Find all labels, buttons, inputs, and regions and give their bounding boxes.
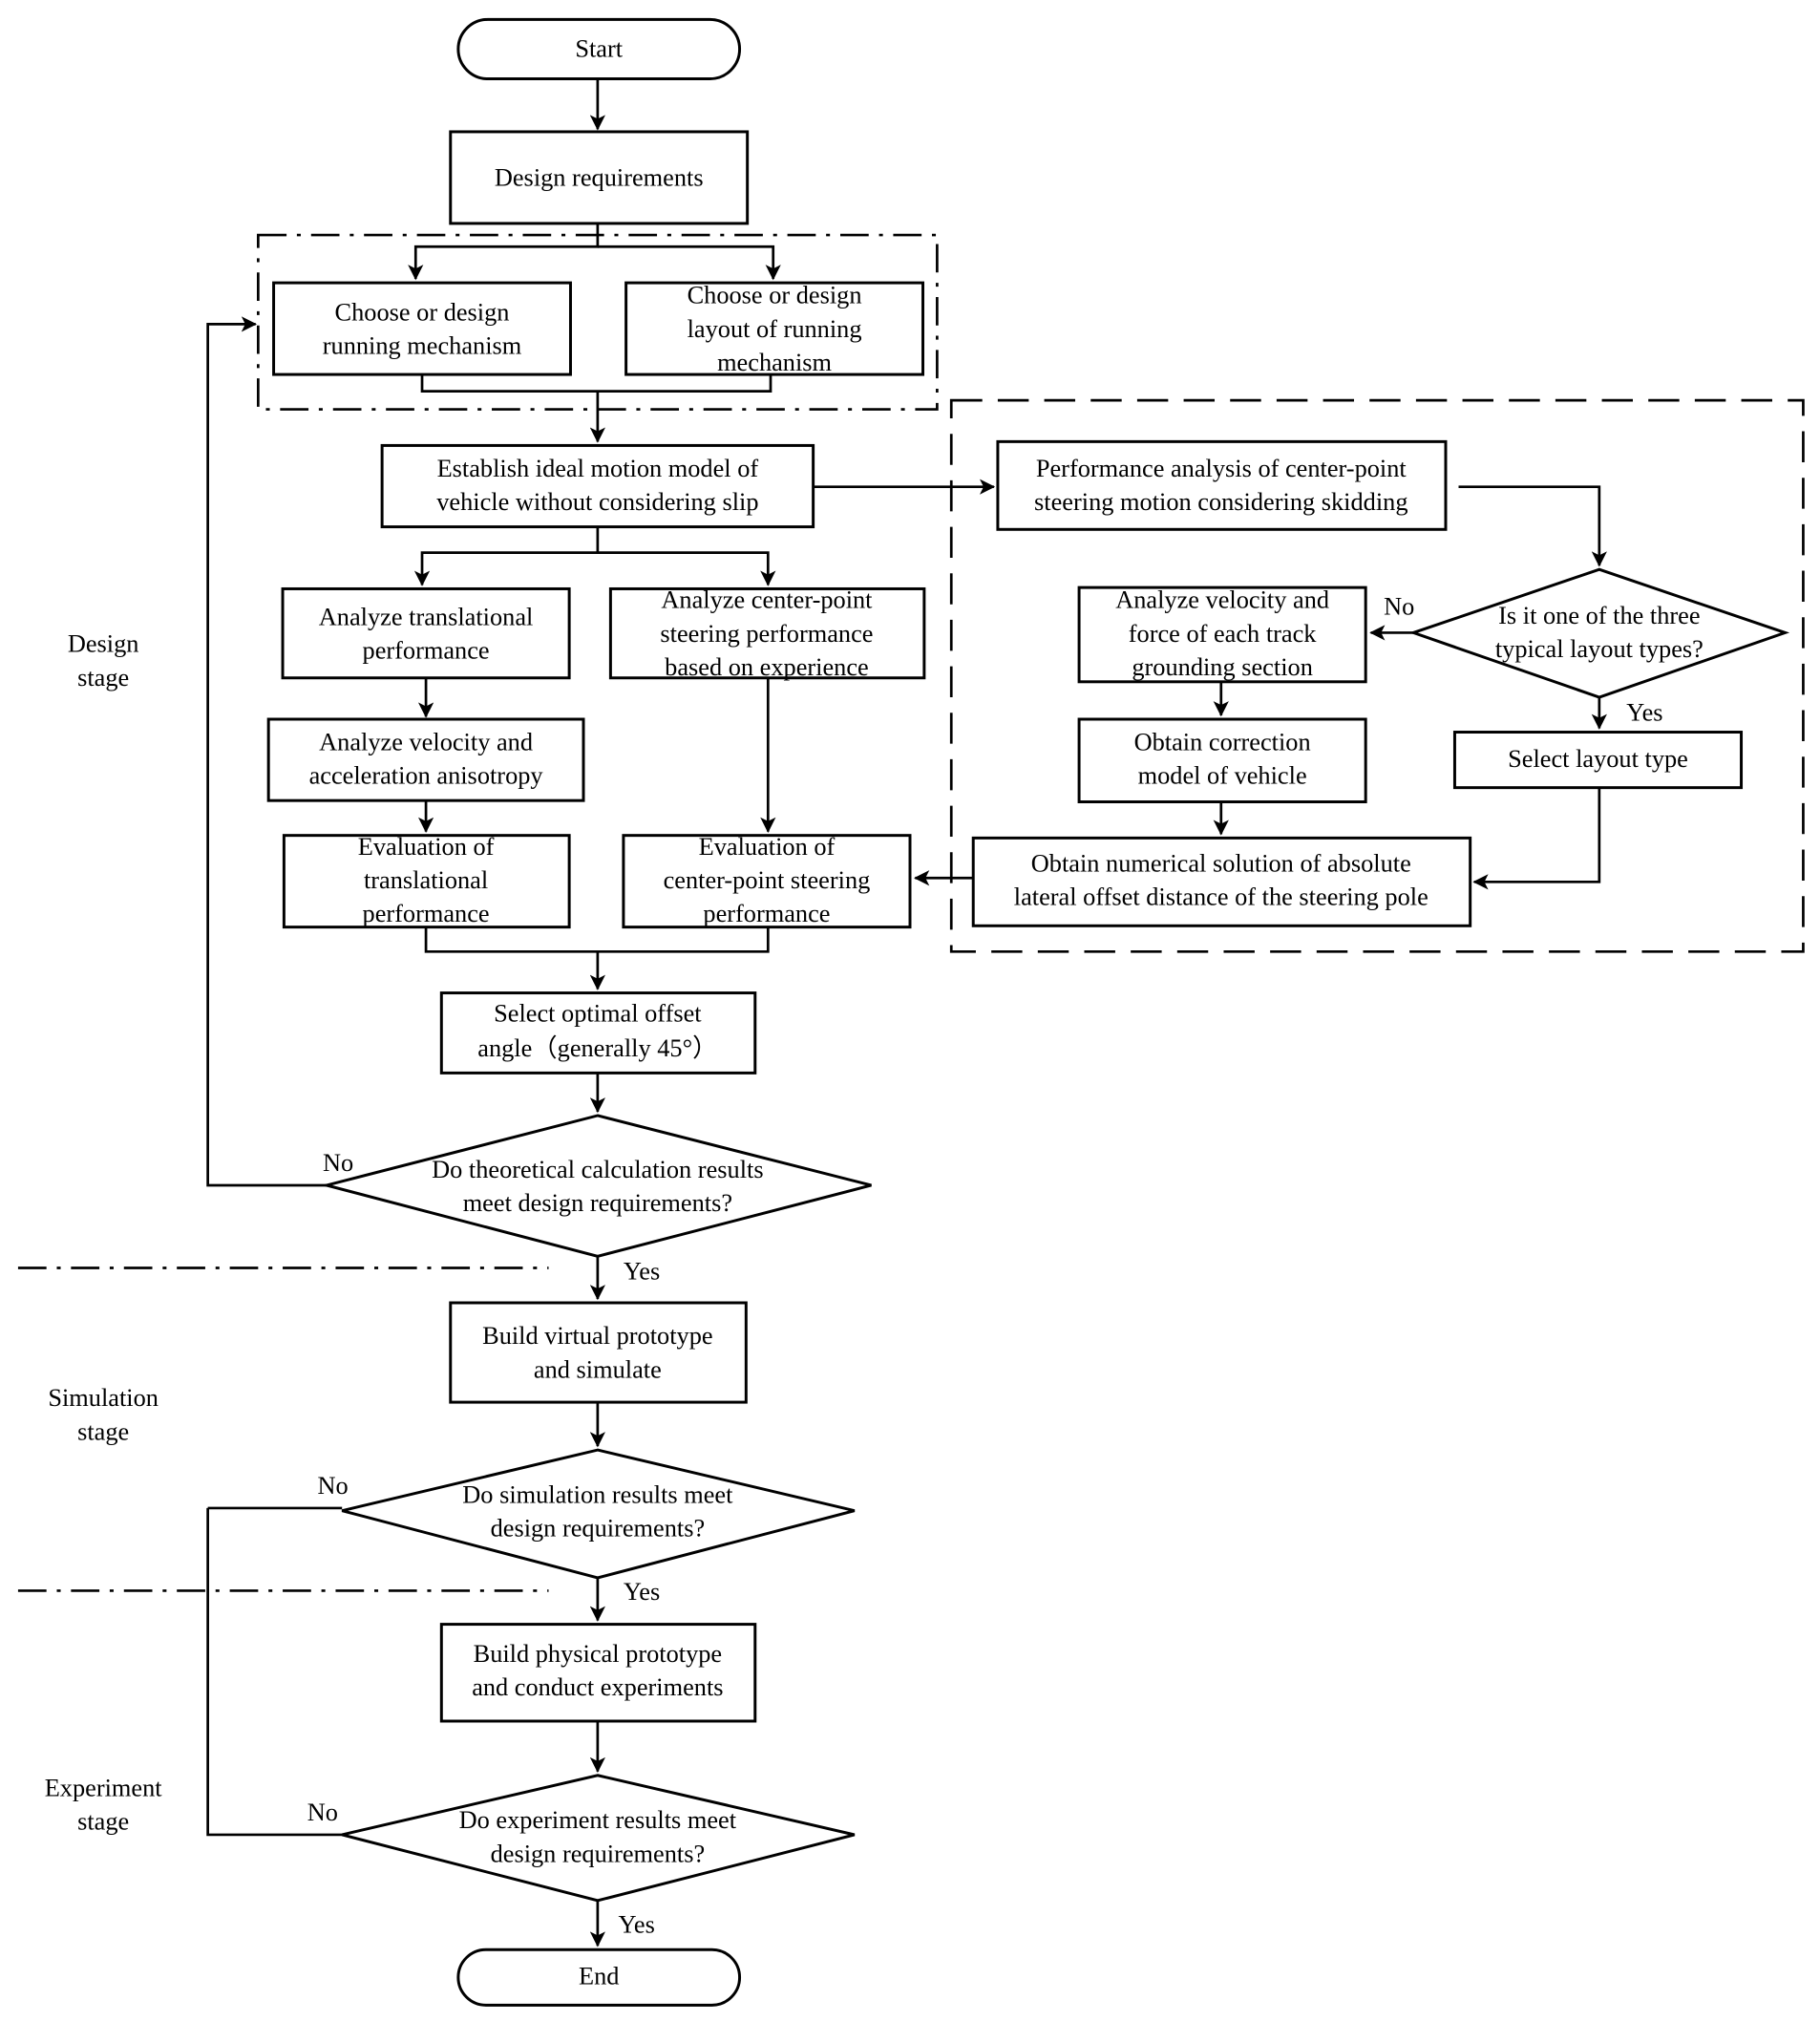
yes-label-theory: Yes <box>624 1258 660 1286</box>
svg-text:steering performance: steering performance <box>660 620 873 648</box>
select-offset-angle-box: Select optimal offset angle（generally 45… <box>439 991 757 1075</box>
svg-text:vehicle without considering sl: vehicle without considering slip <box>436 488 758 516</box>
start-terminal: Start <box>456 17 742 81</box>
svg-text:grounding section: grounding section <box>1132 653 1313 681</box>
svg-text:Simulation: Simulation <box>48 1384 159 1412</box>
svg-text:mechanism: mechanism <box>717 349 832 376</box>
virtual-prototype-box: Build virtual prototype and simulate <box>449 1301 748 1404</box>
svg-text:based on experience: based on experience <box>665 653 869 681</box>
analyze-translational-box: Analyze translational performance <box>281 586 571 680</box>
experiment-stage-label: Experiment stage <box>45 1774 163 1835</box>
svg-text:Obtain correction: Obtain correction <box>1134 728 1311 756</box>
no-label-theory: No <box>323 1149 353 1177</box>
svg-text:End: End <box>579 1963 619 1990</box>
svg-text:acceleration anisotropy: acceleration anisotropy <box>309 762 544 790</box>
performance-analysis-skidding-box: Performance analysis of center-point ste… <box>996 439 1448 531</box>
svg-text:Build virtual prototype: Build virtual prototype <box>482 1322 712 1350</box>
select-layout-type-box: Select layout type <box>1452 731 1744 790</box>
svg-text:center-point steering: center-point steering <box>664 866 871 894</box>
experiment-decision: Do experiment results meet design requir… <box>341 1774 856 1903</box>
svg-text:Start: Start <box>575 35 623 63</box>
svg-text:Performance analysis of center: Performance analysis of center-point <box>1036 455 1407 482</box>
svg-text:Evaluation of: Evaluation of <box>358 833 495 861</box>
typical-layout-decision: Is it one of the three typical layout ty… <box>1408 567 1790 699</box>
no-label-layout: No <box>1384 593 1414 621</box>
svg-text:design requirements?: design requirements? <box>491 1840 706 1867</box>
svg-text:Analyze translational: Analyze translational <box>319 603 534 630</box>
eval-center-point-box: Evaluation of center-point steering perf… <box>622 833 912 929</box>
svg-text:Design requirements: Design requirements <box>495 164 704 192</box>
svg-text:Obtain numerical solution of a: Obtain numerical solution of absolute <box>1031 850 1411 878</box>
theory-decision: Do theoretical calculation results meet … <box>321 1114 872 1258</box>
eval-translational-box: Evaluation of translational performance <box>282 833 571 929</box>
connectors <box>206 78 1607 1948</box>
svg-text:model of vehicle: model of vehicle <box>1138 762 1307 790</box>
svg-text:performance: performance <box>363 900 490 927</box>
analyze-track-section-box: Analyze velocity and force of each track… <box>1077 585 1367 684</box>
svg-text:running mechanism: running mechanism <box>323 331 522 359</box>
svg-text:Is it one of the three: Is it one of the three <box>1498 602 1700 629</box>
svg-text:and conduct experiments: and conduct experiments <box>472 1673 723 1701</box>
analyze-center-point-box: Analyze center-point steering performanc… <box>608 586 926 681</box>
svg-text:stage: stage <box>77 1808 129 1836</box>
svg-text:Analyze velocity and: Analyze velocity and <box>1115 586 1329 614</box>
svg-text:stage: stage <box>77 664 129 692</box>
analyze-anisotropy-box: Analyze velocity and acceleration anisot… <box>266 717 585 802</box>
svg-text:Choose or design: Choose or design <box>335 298 510 326</box>
svg-text:and simulate: and simulate <box>534 1355 662 1383</box>
simulation-decision: Do simulation results meet design requir… <box>341 1448 856 1580</box>
svg-text:Experiment: Experiment <box>45 1774 163 1801</box>
yes-label-experiment: Yes <box>618 1911 654 1939</box>
svg-text:steering motion considering sk: steering motion considering skidding <box>1034 488 1407 516</box>
choose-layout-box: Choose or design layout of running mecha… <box>624 281 925 376</box>
yes-label-simulation: Yes <box>624 1578 660 1606</box>
svg-text:Do theoretical calculation res: Do theoretical calculation results <box>432 1156 763 1183</box>
svg-text:Design: Design <box>68 630 139 658</box>
svg-text:design requirements?: design requirements? <box>491 1515 706 1543</box>
no-label-simulation: No <box>318 1472 349 1500</box>
svg-text:Select optimal offset: Select optimal offset <box>494 999 702 1027</box>
svg-text:lateral offset distance of the: lateral offset distance of the steering … <box>1014 883 1428 911</box>
end-terminal: End <box>456 1948 742 2007</box>
ideal-motion-model-box: Establish ideal motion model of vehicle … <box>380 443 815 529</box>
svg-text:meet design requirements?: meet design requirements? <box>463 1189 732 1217</box>
svg-text:translational: translational <box>364 866 488 894</box>
svg-text:Select layout type: Select layout type <box>1508 745 1688 773</box>
no-label-experiment: No <box>307 1799 338 1826</box>
physical-prototype-box: Build physical prototype and conduct exp… <box>439 1623 757 1723</box>
choose-running-mechanism-box: Choose or design running mechanism <box>272 281 572 376</box>
svg-text:performance: performance <box>703 900 830 927</box>
svg-text:angle（generally 45°）: angle（generally 45°） <box>477 1034 717 1062</box>
simulation-stage-label: Simulation stage <box>48 1384 159 1445</box>
svg-text:Do experiment results meet: Do experiment results meet <box>459 1806 737 1834</box>
svg-text:Do simulation results meet: Do simulation results meet <box>462 1481 733 1509</box>
correction-model-box: Obtain correction model of vehicle <box>1077 717 1367 803</box>
svg-text:performance: performance <box>363 636 490 664</box>
design-requirements-box: Design requirements <box>449 130 750 225</box>
svg-text:typical layout types?: typical layout types? <box>1495 635 1704 663</box>
svg-text:Choose or design: Choose or design <box>688 282 862 309</box>
numerical-solution-box: Obtain numerical solution of absolute la… <box>971 836 1472 927</box>
svg-text:Establish ideal motion model o: Establish ideal motion model of <box>437 455 759 482</box>
svg-text:Evaluation of: Evaluation of <box>699 833 836 861</box>
skidding-analysis-group-boundary <box>949 398 1805 953</box>
svg-text:force of each track: force of each track <box>1129 620 1318 648</box>
svg-text:Build physical prototype: Build physical prototype <box>474 1640 722 1668</box>
svg-text:layout of running: layout of running <box>688 315 862 343</box>
yes-label-layout: Yes <box>1626 698 1662 726</box>
svg-text:Analyze center-point: Analyze center-point <box>661 586 873 614</box>
svg-text:Analyze velocity and: Analyze velocity and <box>319 728 533 756</box>
design-stage-label: Design stage <box>68 630 139 692</box>
svg-text:stage: stage <box>77 1417 129 1445</box>
